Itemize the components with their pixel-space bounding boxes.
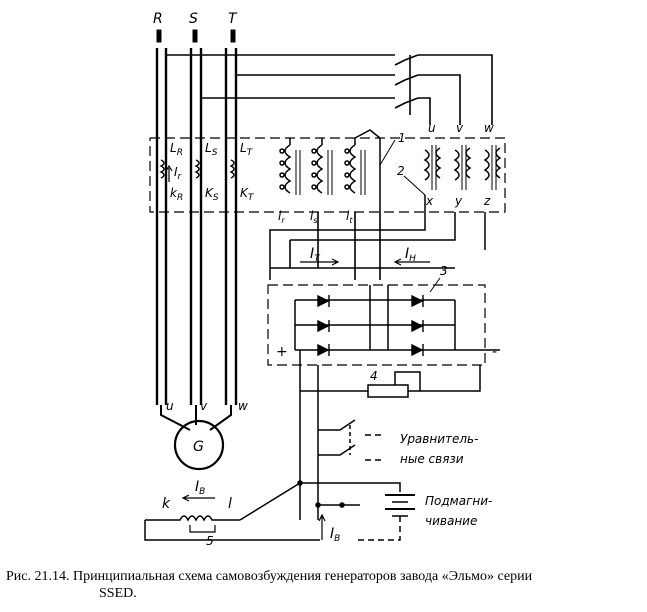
phase-s-label: S — [189, 11, 198, 27]
generator-circle — [173, 419, 225, 471]
current-ib-lower: IB — [330, 526, 340, 544]
reactor-terminals: lr ls lt — [278, 209, 353, 225]
label-ks: KS — [205, 186, 219, 203]
label-kr: kR — [170, 186, 183, 203]
terminal-s — [192, 29, 198, 43]
magnet-label-line2: чивание — [425, 514, 477, 528]
terminal-x: x — [425, 194, 434, 208]
current-in: IH — [405, 246, 416, 264]
label-ls: LS — [205, 141, 218, 158]
caption-line-1: Рис. 21.14. Принципиальная схема самовоз… — [6, 569, 533, 584]
current-ib-upper: IB — [195, 479, 205, 497]
label-ir: Ir — [174, 165, 183, 182]
terminal-lr: lr — [278, 209, 285, 225]
callout-1: 1 — [398, 131, 406, 145]
terminal-u: u — [428, 121, 436, 135]
terminal-z: z — [483, 194, 491, 208]
callout-2: 2 — [397, 164, 405, 178]
terminal-r — [156, 29, 162, 43]
current-arrows: IT IH — [270, 212, 455, 280]
generator-terminal-v: v — [200, 399, 208, 413]
label-lr: LR — [170, 141, 183, 158]
tapped-reactors — [279, 129, 381, 212]
callouts-1-2: 1 2 — [379, 131, 426, 196]
magnetizing-supply: Подмагни- чивание IB — [297, 480, 492, 544]
phase-cables — [155, 48, 238, 431]
terminal-ls: ls — [310, 209, 318, 225]
label-lt: LT — [240, 141, 254, 158]
phase-t-label: T — [228, 11, 238, 27]
terminal-w: w — [484, 121, 494, 135]
current-transformers: LR LS LT kR KS KT Ir — [159, 141, 255, 203]
generator-terminal-u: u — [166, 399, 174, 413]
equalizing-label-line2: ные связи — [400, 452, 464, 466]
label-kt: KT — [240, 186, 255, 203]
equalizing-connections: Уравнитель- ные связи — [318, 419, 478, 466]
excitation-winding: k l IB 5 — [144, 479, 320, 548]
terminal-lt: lt — [346, 209, 353, 225]
regulating-resistor: 4 — [299, 350, 481, 520]
magnet-label-line1: Подмагни- — [425, 494, 492, 508]
callout-3: 3 — [440, 264, 448, 278]
excitation-schematic: R S T LR LS LT kR — [144, 11, 506, 548]
generator: u v w G — [166, 399, 248, 471]
generator-symbol: G — [193, 439, 204, 455]
generator-terminal-w: w — [238, 399, 248, 413]
phase-inputs: R S T — [153, 11, 238, 43]
terminal-y: y — [454, 194, 463, 208]
compounding-transformer: u v w x y z — [269, 121, 502, 280]
rectifier-plus: + — [276, 344, 288, 360]
rectifier-bridge: 3 + - — [267, 264, 500, 366]
excitation-l: l — [228, 496, 232, 512]
callout-4: 4 — [370, 369, 378, 383]
transformer-enclosure — [149, 137, 506, 213]
terminal-v: v — [456, 121, 464, 135]
phase-r-label: R — [153, 11, 163, 27]
rectifier-minus: - — [492, 344, 497, 360]
caption-line-2: SSED. — [99, 586, 137, 601]
terminal-t — [230, 29, 236, 43]
excitation-k: k — [162, 496, 171, 512]
current-it: IT — [310, 246, 321, 264]
figure-caption: Рис. 21.14. Принципиальная схема самовоз… — [6, 568, 642, 602]
callout-5: 5 — [206, 534, 214, 548]
tap-lines — [166, 54, 493, 125]
equalizing-label-line1: Уравнитель- — [400, 432, 478, 446]
